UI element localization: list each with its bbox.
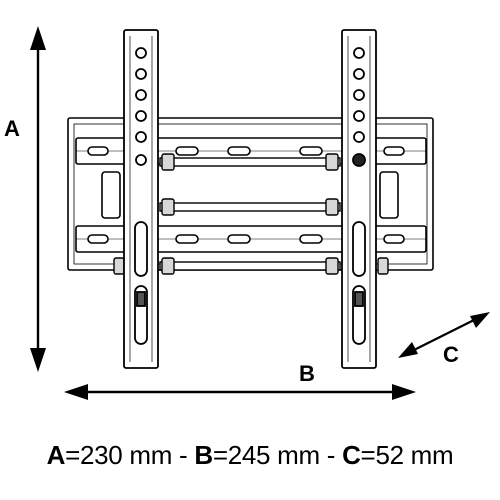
- dimension-a-arrow: [30, 26, 46, 372]
- dimension-c-arrow: [398, 312, 490, 358]
- right-vertical-arm: [341, 29, 377, 369]
- wall-plate: [67, 117, 434, 271]
- caption-c-equals: =: [360, 440, 376, 470]
- dimension-b-arrow: [64, 384, 416, 400]
- dimension-b-label: B: [299, 361, 315, 386]
- cross-bars: [113, 153, 389, 275]
- left-vertical-arm: [123, 29, 159, 369]
- caption-a-equals: =: [65, 440, 80, 470]
- dimension-a-label: A: [4, 116, 20, 141]
- caption-separator-2: -: [326, 440, 336, 470]
- dimensions-caption: A=230 mm - B=245 mm - C=52 mm: [0, 440, 500, 471]
- dimension-c-label: C: [443, 342, 459, 367]
- caption-b-value: 245 mm: [227, 440, 320, 470]
- caption-b-equals: =: [212, 440, 228, 470]
- caption-c-value: 52 mm: [375, 440, 454, 470]
- caption-separator-1: -: [179, 440, 188, 470]
- caption-b-letter: B: [194, 440, 213, 470]
- caption-a-value: 230 mm: [79, 440, 173, 470]
- caption-a-letter: A: [46, 440, 66, 470]
- caption-c-letter: C: [342, 440, 361, 470]
